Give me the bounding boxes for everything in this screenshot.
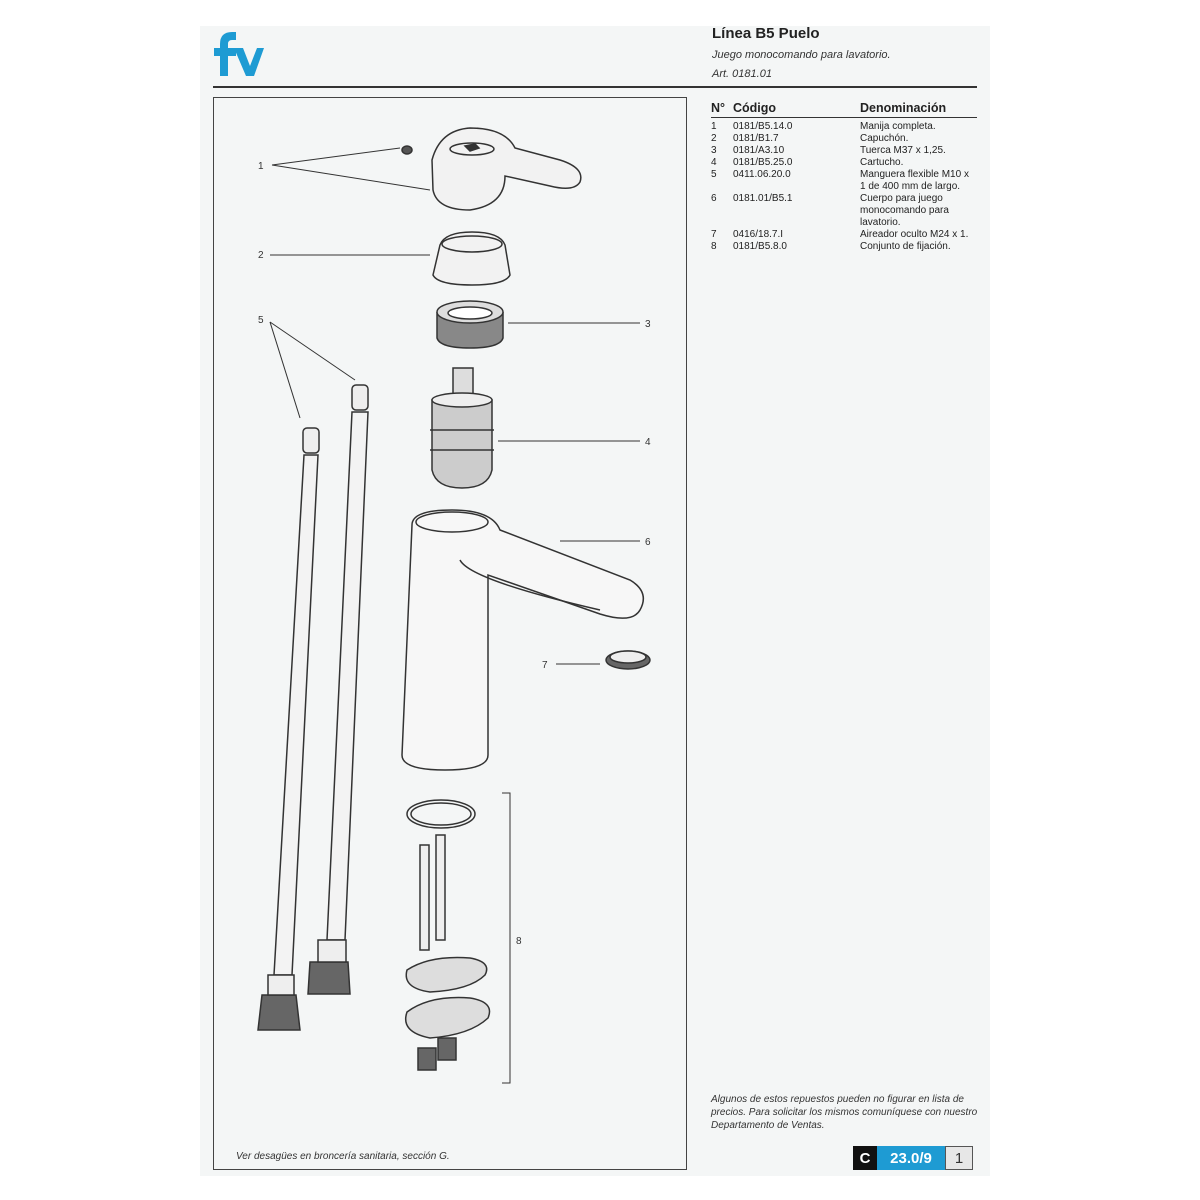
- callout-1: 1: [258, 161, 264, 172]
- table-row: 6 0181.01/B5.1 Cuerpo para juego monocom…: [711, 193, 977, 229]
- table-row: 2 0181/B1.7 Capuchón.: [711, 133, 977, 145]
- row-code: 0181/B5.8.0: [733, 241, 787, 252]
- row-name: Cuerpo para juego monocomando para lavat…: [860, 193, 949, 228]
- row-name: Tuerca M37 x 1,25.: [860, 145, 946, 156]
- header-rule: [213, 86, 977, 88]
- row-name: Manija completa.: [860, 121, 936, 132]
- parts-table-header: N° Código Denominación: [711, 101, 977, 118]
- row-name: Manguera flexible M10 x 1 de 400 mm de l…: [860, 169, 969, 192]
- row-no: 3: [711, 145, 717, 156]
- row-name: Conjunto de fijación.: [860, 241, 951, 252]
- column-header-code: Código: [733, 101, 860, 118]
- callout-4: 4: [645, 437, 651, 448]
- column-header-name: Denominación: [860, 101, 977, 118]
- row-no: 5: [711, 169, 717, 180]
- cap-part: [432, 231, 511, 286]
- article-number: Art. 0181.01: [712, 68, 772, 80]
- row-no: 7: [711, 229, 717, 240]
- row-code: 0181/B5.25.0: [733, 157, 793, 168]
- parts-table: N° Código Denominación 1 0181/B5.14.0 Ma…: [711, 101, 977, 253]
- callout-8: 8: [516, 936, 522, 947]
- row-code: 0181/B1.7: [733, 133, 779, 144]
- callout-2: 2: [258, 250, 264, 261]
- table-row: 8 0181/B5.8.0 Conjunto de fijación.: [711, 241, 977, 253]
- diagram-frame: [213, 97, 687, 1170]
- row-code: 0181.01/B5.1: [733, 193, 793, 204]
- drains-note: Ver desagües en broncería sanitaria, sec…: [236, 1151, 450, 1162]
- callout-3: 3: [645, 319, 651, 330]
- handle-part: [401, 127, 582, 211]
- page-subtitle: Juego monocomando para lavatorio.: [712, 49, 891, 61]
- row-code: 0416/18.7.I: [733, 229, 784, 240]
- nut-part: [436, 300, 504, 349]
- row-name: Capuchón.: [860, 133, 909, 144]
- aerator-part: [605, 650, 651, 670]
- leader-lines: [269, 147, 640, 1084]
- row-no: 8: [711, 241, 717, 252]
- hoses-part: [257, 384, 369, 1031]
- page-title: Línea B5 Puelo: [712, 25, 820, 42]
- fv-logo: [212, 30, 264, 83]
- page-reference: C 23.0/9 1: [853, 1146, 973, 1170]
- faucet-body-part: [401, 509, 645, 771]
- table-row: 4 0181/B5.25.0 Cartucho.: [711, 157, 977, 169]
- row-no: 6: [711, 193, 717, 204]
- section-letter: C: [853, 1146, 877, 1170]
- row-code: 0411.06.20.0: [733, 169, 791, 180]
- availability-note: Algunos de estos repuestos pueden no fig…: [711, 1094, 978, 1131]
- callout-6: 6: [645, 537, 651, 548]
- callout-7: 7: [542, 660, 548, 671]
- table-row: 1 0181/B5.14.0 Manija completa.: [711, 118, 977, 134]
- table-row: 7 0416/18.7.I Aireador oculto M24 x 1.: [711, 229, 977, 241]
- callout-labels: 1 2 3 4 5 6 7 8: [258, 161, 651, 947]
- row-name: Cartucho.: [860, 157, 904, 168]
- column-header-no: N°: [711, 101, 733, 118]
- callout-5: 5: [258, 315, 264, 326]
- section-number: 23.0/9: [877, 1146, 945, 1170]
- cartridge-part: [430, 367, 494, 489]
- row-code: 0181/B5.14.0: [733, 121, 793, 132]
- row-no: 4: [711, 157, 717, 168]
- row-code: 0181/A3.10: [733, 145, 785, 156]
- row-no: 2: [711, 133, 717, 144]
- table-row: 3 0181/A3.10 Tuerca M37 x 1,25.: [711, 145, 977, 157]
- row-no: 1: [711, 121, 717, 132]
- row-name: Aireador oculto M24 x 1.: [860, 229, 969, 240]
- table-row: 5 0411.06.20.0 Manguera flexible M10 x 1…: [711, 169, 977, 193]
- page-number: 1: [945, 1146, 973, 1170]
- fixing-set-part: [405, 799, 491, 1071]
